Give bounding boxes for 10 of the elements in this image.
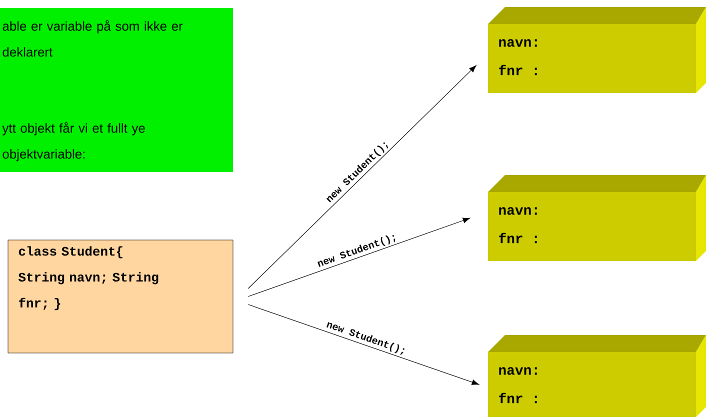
object-box: navn: fnr : [488, 335, 706, 417]
arrow [248, 304, 479, 385]
note-box [0, 8, 233, 172]
object-box: navn: fnr : [488, 7, 706, 93]
class-box: class Student{ String navn; String fnr; } [8, 240, 234, 354]
arrow [248, 218, 470, 297]
note-text: able er variable på som ikke er deklarert [2, 20, 183, 57]
note-text: ytt objekt får vi et fullt ye objektvariable: [2, 122, 145, 162]
object-box: navn: fnr : [488, 175, 706, 261]
arrow [248, 65, 476, 289]
